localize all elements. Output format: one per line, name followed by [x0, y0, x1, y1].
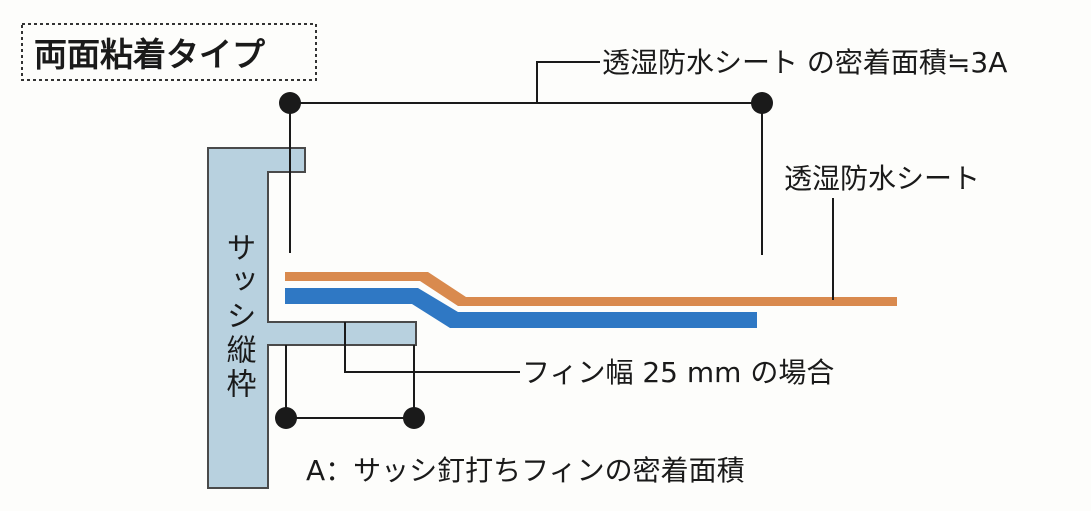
area-a-label: A：サッシ釘打ちフィンの密着面積 [306, 454, 745, 487]
area-3a-label: 透湿防水シート の密着面積≒3A [602, 46, 1007, 79]
sheet-label: 透湿防水シート [784, 162, 980, 195]
blue-tape [285, 288, 757, 328]
lower-dimension [275, 345, 425, 429]
leader-fin [344, 322, 520, 373]
endpoint-dot [751, 92, 773, 114]
endpoint-dot [279, 92, 301, 114]
orange-waterproof-sheet [285, 272, 897, 306]
title: 両面粘着タイプ [34, 35, 266, 74]
frame-label: サッシ縦枠 [221, 232, 257, 402]
endpoint-dot [275, 407, 297, 429]
title-box [21, 23, 317, 81]
sash-vertical-frame [207, 147, 417, 489]
upper-dimension [279, 92, 773, 255]
leader-3a [536, 61, 600, 103]
fin-width-label: フィン幅 25 mm の場合 [522, 356, 834, 389]
endpoint-dot [403, 407, 425, 429]
